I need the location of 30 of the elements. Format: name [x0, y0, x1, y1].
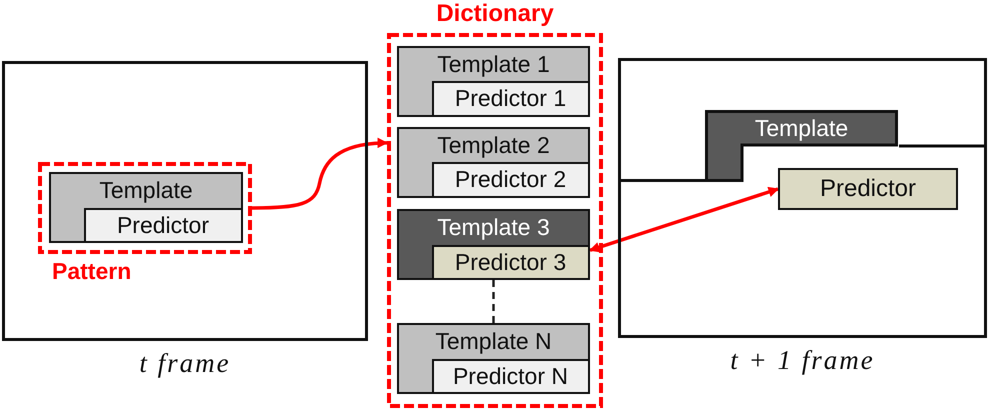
predictor-label: Predictor — [820, 175, 916, 203]
predictor-block — [84, 208, 242, 242]
template-block — [397, 209, 590, 280]
predictor-label: Predictor 3 — [454, 248, 566, 276]
predictor-block — [432, 244, 590, 280]
template-label: Template N — [435, 327, 552, 356]
template-label: Template — [99, 176, 193, 205]
template-block — [397, 46, 590, 117]
group-label: Dictionary — [436, 0, 554, 28]
predictor-block — [432, 80, 590, 116]
predictor-block — [432, 162, 590, 198]
group-label: Pattern — [52, 258, 132, 284]
frame-caption: t + 1 frame — [730, 345, 875, 376]
predictor-block — [432, 358, 590, 394]
predictor-block — [778, 168, 958, 210]
template-label: Template — [754, 114, 848, 143]
double-arrow — [589, 186, 779, 252]
predictor-label: Predictor — [116, 212, 210, 238]
template-label: Template 3 — [437, 213, 550, 242]
predictor-label: Predictor N — [452, 362, 568, 390]
curved-arrow — [252, 138, 388, 210]
predictor-label: Predictor 2 — [454, 166, 566, 193]
template-block — [397, 323, 590, 394]
dashed-line — [492, 280, 495, 323]
template-label: Template 1 — [437, 50, 550, 79]
template-block — [397, 127, 590, 198]
template-block — [49, 172, 243, 243]
template-label: Template 2 — [437, 131, 550, 160]
predictor-label: Predictor 1 — [454, 85, 566, 112]
frame-caption: t frame — [139, 348, 231, 379]
